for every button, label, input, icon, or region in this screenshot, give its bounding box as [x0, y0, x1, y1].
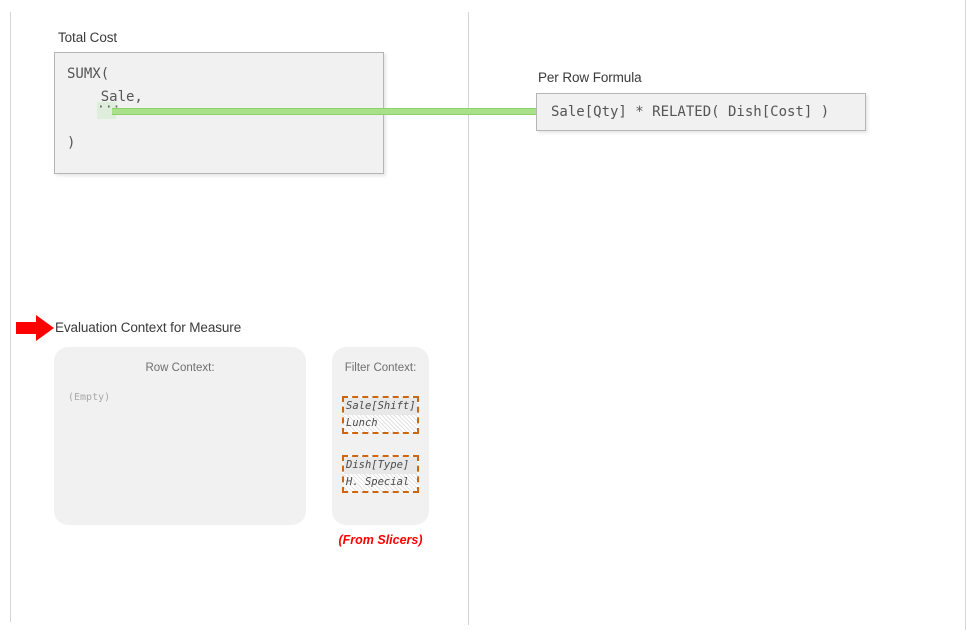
total-cost-code-line-2: Sale, [67, 89, 143, 105]
filter-chip[interactable]: Dish[Type] H. Special [342, 455, 419, 493]
filter-chip-field: Sale[Shift] [344, 398, 417, 415]
filter-chip-value: Lunch [346, 417, 378, 429]
from-slicers-note: (From Slicers) [338, 533, 423, 547]
total-cost-code-line-3: ) [67, 135, 76, 151]
vertical-rule-middle [468, 12, 469, 625]
row-context-empty-label: (Empty) [68, 392, 111, 403]
vertical-rule-right [965, 0, 966, 630]
row-context-title: Row Context: [145, 362, 215, 374]
total-cost-code-line-1: SUMX( [67, 66, 110, 82]
filter-context-panel: Filter Context: Sale[Shift] Lunch Dish[T… [332, 347, 429, 525]
per-row-formula-box[interactable]: Sale[Qty] * RELATED( Dish[Cost] ) [536, 93, 866, 131]
total-cost-caption: Total Cost [58, 30, 118, 45]
filter-chip-field: Dish[Type] [344, 457, 417, 474]
filter-chip-value: H. Special [346, 476, 410, 488]
filter-context-title: Filter Context: [344, 362, 417, 374]
row-context-panel: Row Context: (Empty) [54, 347, 306, 525]
per-row-formula-caption: Per Row Formula [538, 70, 642, 85]
green-connector-line [112, 108, 538, 115]
vertical-rule-left [10, 12, 11, 622]
filter-chip[interactable]: Sale[Shift] Lunch [342, 396, 419, 434]
red-right-arrow-icon [16, 315, 54, 341]
evaluation-context-caption: Evaluation Context for Measure [55, 320, 242, 335]
